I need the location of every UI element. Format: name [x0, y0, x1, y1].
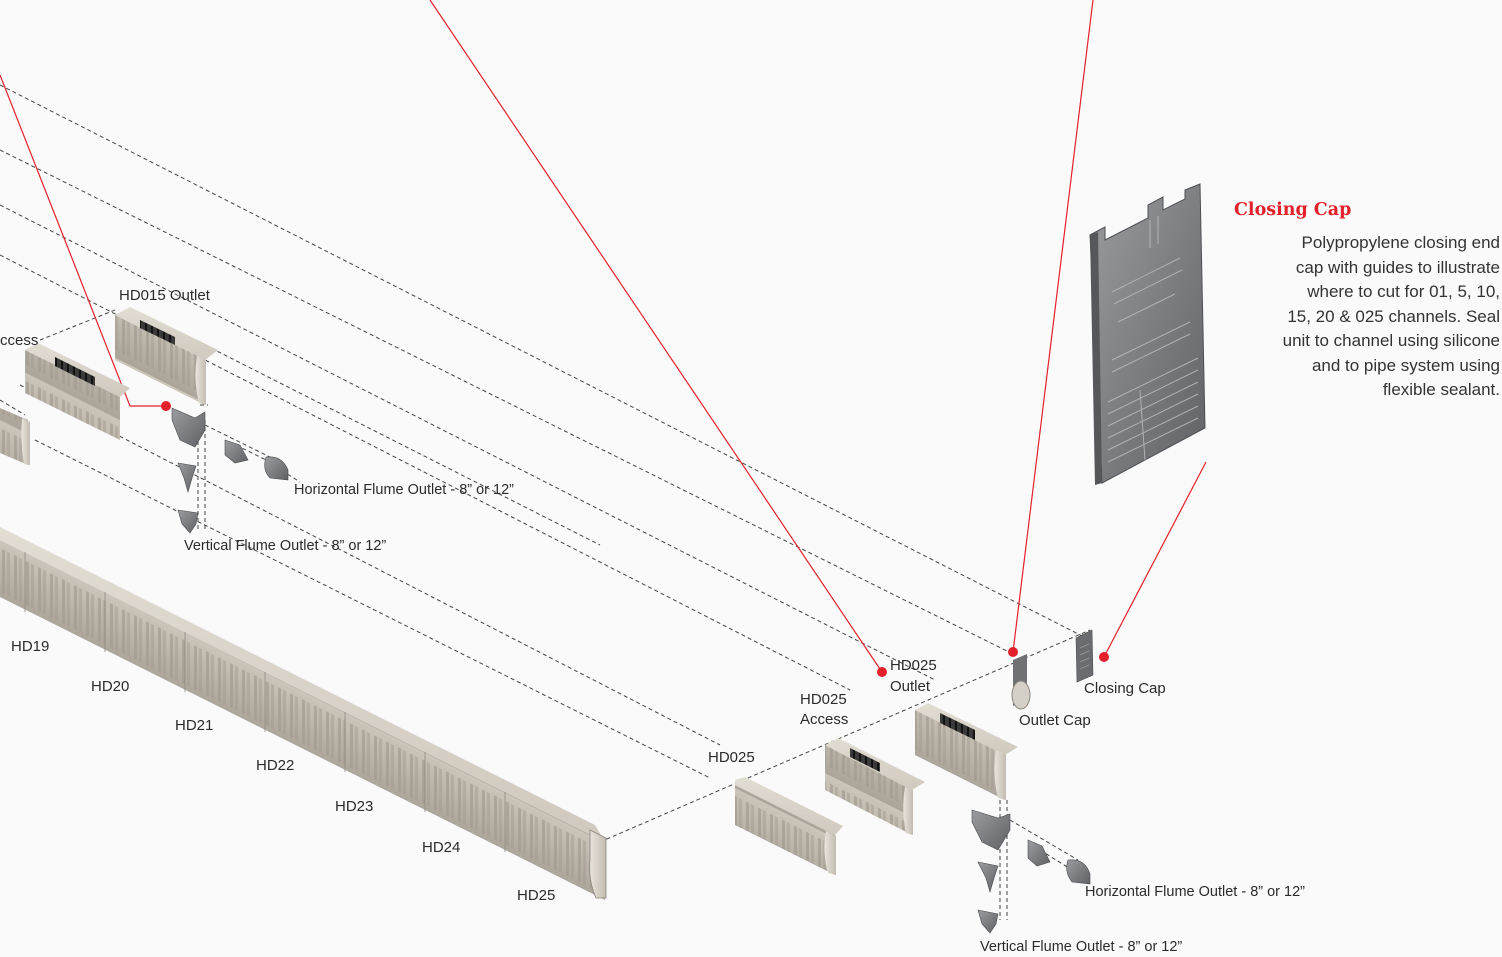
channel-run: [0, 527, 607, 900]
hd025-access-channel: [825, 738, 925, 835]
closing-cap-render-icon: [1089, 183, 1206, 485]
flume-outlet-fittings-bottom: [971, 809, 1091, 934]
access-channel-partial: [25, 343, 130, 440]
callout-line: 15, 20 & 025 channels. Seal: [1287, 306, 1500, 326]
callout-line: cap with guides to illustrate: [1295, 257, 1500, 277]
label-hd20: HD20: [91, 678, 130, 695]
label-hd025-access-line2: Access: [800, 711, 849, 728]
label-hd21: HD21: [175, 717, 214, 734]
label-horizontal-flume-outlet-top: Horizontal Flume Outlet - 8” or 12”: [294, 482, 514, 498]
label-hd015-outlet: HD015 Outlet: [119, 287, 210, 304]
callout-line: unit to channel using silicone: [1282, 331, 1500, 350]
hd015-outlet-channel: [115, 307, 218, 405]
label-hd025: HD025: [708, 749, 755, 766]
label-hd025-access-line1: HD025: [800, 691, 847, 708]
label-hd24: HD24: [422, 839, 461, 856]
label-outlet-cap: Outlet Cap: [1019, 712, 1091, 729]
label-hd025-outlet-line1: HD025: [890, 657, 937, 674]
left-partial-channel: [0, 408, 30, 465]
label-closing-cap: Closing Cap: [1084, 680, 1166, 697]
label-hd25: HD25: [517, 887, 556, 904]
flume-outlet-fittings-top: [171, 407, 289, 534]
label-hd23: HD23: [335, 798, 374, 815]
closing-cap-part: [1075, 629, 1094, 683]
callout-line: Polypropylene closing end: [1301, 233, 1500, 252]
label-hd025-outlet-line2: Outlet: [890, 678, 931, 695]
callout-dot-icon: [161, 401, 1109, 677]
callout-line: where to cut for 01, 5, 10,: [1307, 282, 1500, 301]
label-hd22: HD22: [256, 757, 295, 774]
label-horizontal-flume-outlet-bottom: Horizontal Flume Outlet - 8” or 12”: [1085, 884, 1305, 900]
label-vertical-flume-outlet-top: Vertical Flume Outlet - 8” or 12”: [184, 538, 387, 554]
callout-title: Closing Cap: [1234, 200, 1352, 220]
outlet-cap-part: [1011, 654, 1031, 710]
red-leader-lines: [0, 0, 1207, 673]
label-vertical-flume-outlet-bottom: Vertical Flume Outlet - 8” or 12”: [980, 939, 1183, 955]
label-access-partial: ccess: [0, 332, 39, 349]
hd025-channel: [735, 777, 843, 875]
dashed-guide-lines: [0, 84, 1091, 920]
callout-line: and to pipe system using: [1311, 355, 1500, 375]
callout-line: flexible sealant.: [1382, 380, 1500, 399]
label-hd19: HD19: [11, 638, 50, 655]
callout-description: Polypropylene closing end cap with guide…: [1222, 231, 1500, 403]
hd025-outlet-channel: [915, 703, 1018, 800]
